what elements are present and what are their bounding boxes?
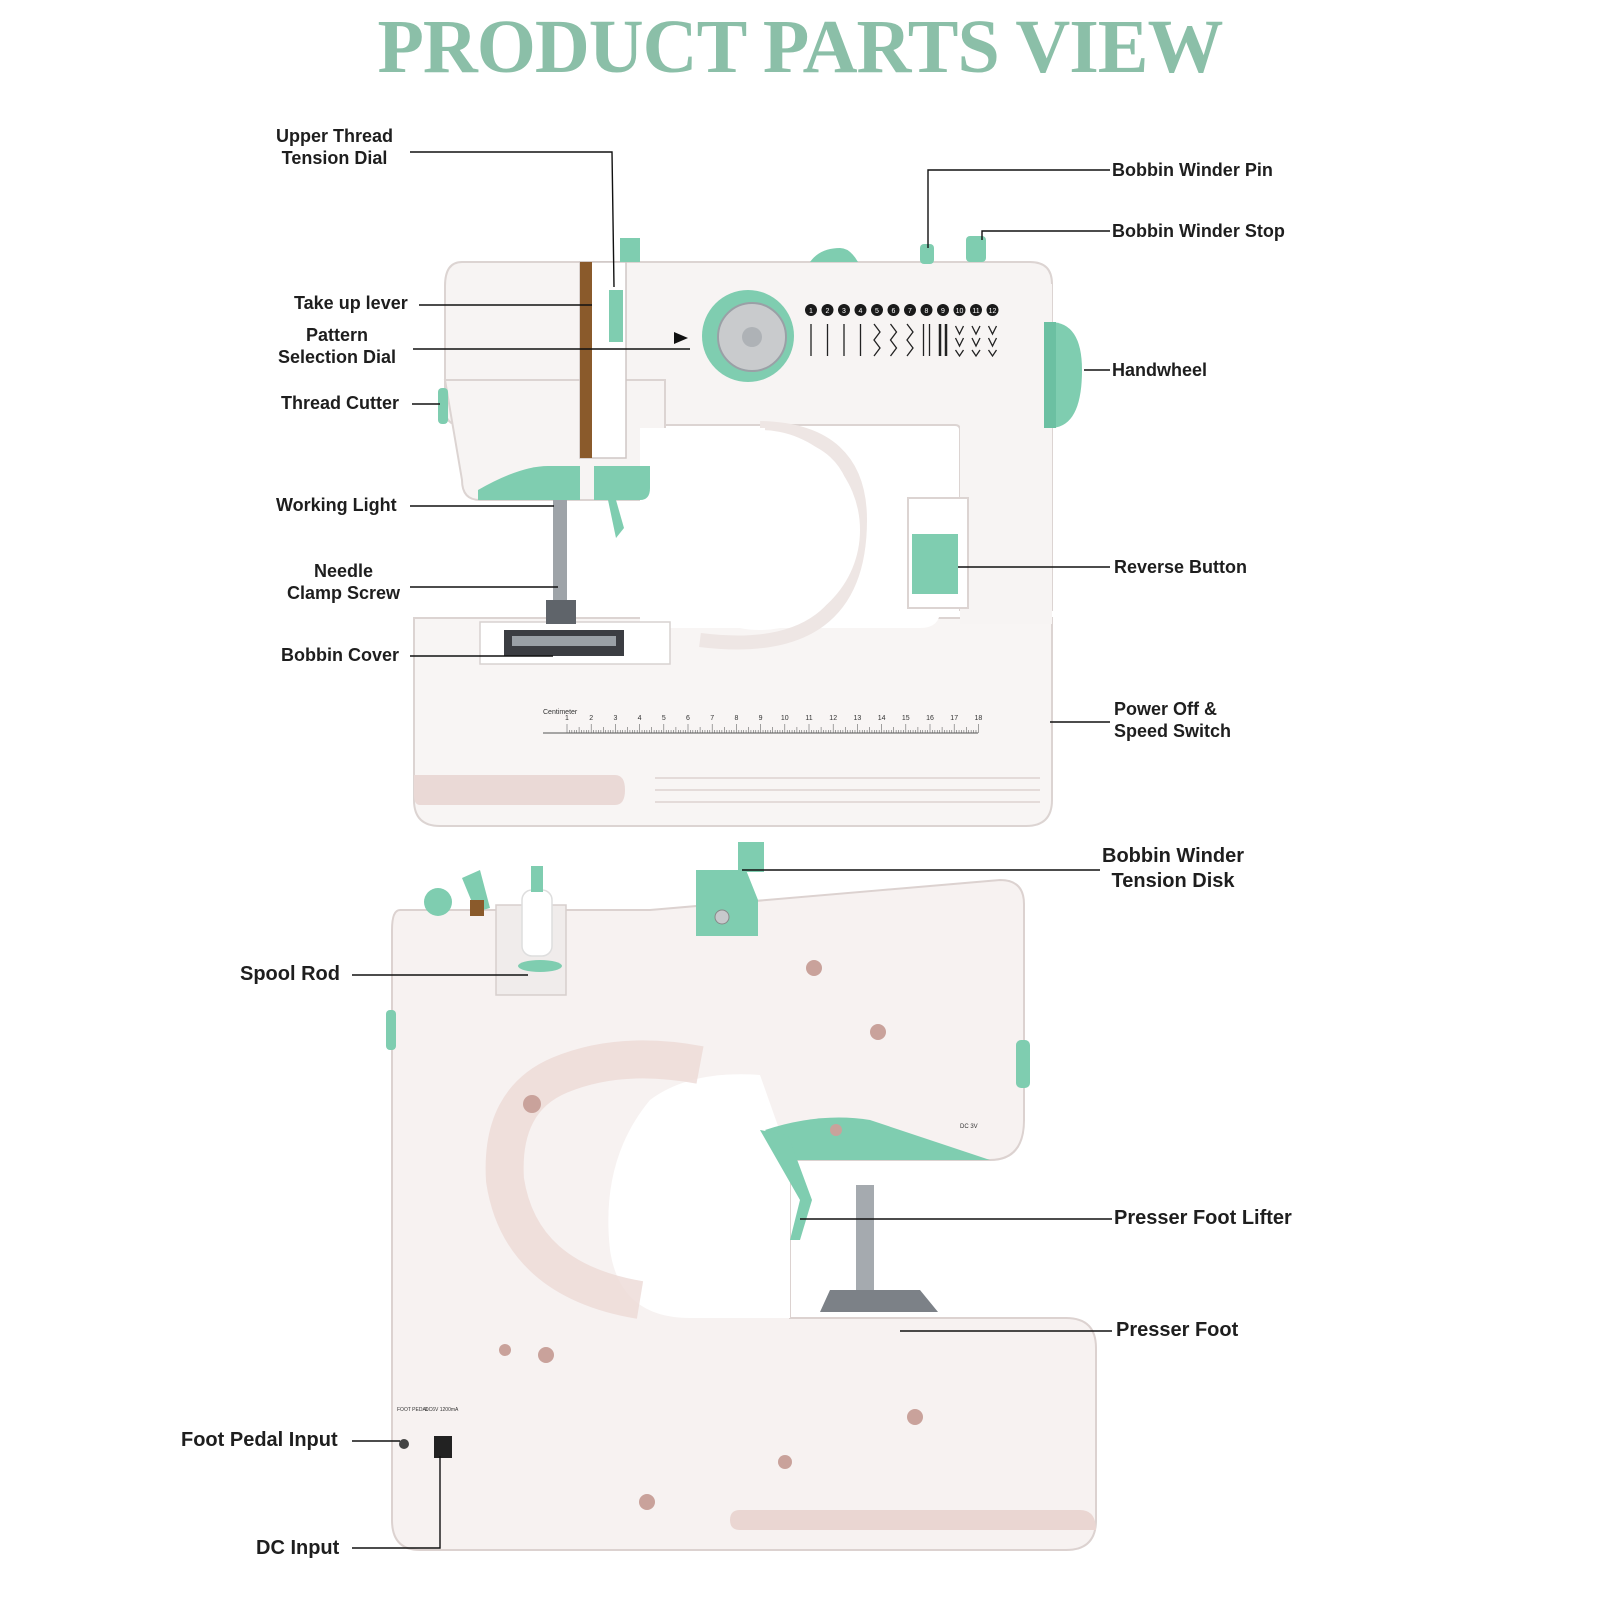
ruler-number: 7 <box>710 715 714 722</box>
stitch-number-badge <box>838 304 850 316</box>
label-presser-foot: Presser Foot <box>1116 1319 1239 1341</box>
label-spool-rod: Spool Rod <box>240 963 340 985</box>
stitch-number: 11 <box>972 308 979 315</box>
stitch-number: 6 <box>892 308 896 315</box>
stitch-number: 12 <box>989 308 997 315</box>
stitch-pattern-glyph <box>938 324 948 356</box>
stitch-pattern-glyph <box>873 323 881 357</box>
stitch-number: 8 <box>925 308 929 315</box>
stitch-number: 3 <box>842 308 846 315</box>
stitch-number: 10 <box>956 308 964 315</box>
ruler-number: 1 <box>565 715 569 722</box>
stitch-pattern-glyph <box>971 325 981 358</box>
label-presser-foot-lifter: Presser Foot Lifter <box>1114 1207 1292 1229</box>
ruler-label: Centimeter <box>543 709 578 716</box>
stitch-number: 9 <box>941 308 945 315</box>
stitch-number-badge <box>937 304 949 316</box>
stitch-number-badge <box>887 304 900 316</box>
stitch-number-badge <box>953 304 966 316</box>
leader-dc-input <box>352 1456 441 1549</box>
stitch-pattern-glyph <box>906 323 914 357</box>
stitch-pattern-glyph <box>889 323 898 357</box>
stitch-number: 5 <box>875 308 879 315</box>
foot-pedal-port-text: FOOT PEDAL <box>397 1407 429 1413</box>
ruler-number: 14 <box>878 715 886 722</box>
label-upper-thread-tension-dial: Upper Thread Tension Dial <box>276 126 394 168</box>
label-foot-pedal-input: Foot Pedal Input <box>181 1429 338 1451</box>
page-title: PRODUCT PARTS VIEW <box>377 5 1223 89</box>
ruler-number: 17 <box>950 715 958 722</box>
stitch-number-badge <box>986 304 999 316</box>
leader-bobbin-winder-stop <box>981 230 1110 240</box>
label-power-off-speed-switch: Power Off & Speed Switch <box>1114 699 1232 741</box>
ruler-number: 18 <box>975 715 983 722</box>
stitch-number-badge <box>805 304 817 316</box>
label-pattern-selection-dial: Pattern Selection Dial <box>278 325 397 367</box>
ruler-number: 5 <box>662 715 666 722</box>
leader-upper-thread-tension-dial <box>410 151 615 288</box>
stitch-number-badge <box>871 304 883 316</box>
label-bobbin-winder-pin: Bobbin Winder Pin <box>1112 160 1273 180</box>
ruler-number: 6 <box>686 715 690 722</box>
stitch-pattern-glyph <box>922 324 931 356</box>
stitch-number: 4 <box>859 308 863 315</box>
label-reverse-button: Reverse Button <box>1114 557 1248 577</box>
stitch-number: 2 <box>826 308 830 315</box>
label-bobbin-cover: Bobbin Cover <box>281 645 400 665</box>
back-machine: FOOT PEDAL DC6V 1200mA DC 3V <box>386 842 1097 1551</box>
ruler-number: 11 <box>805 715 812 722</box>
ruler-number: 13 <box>854 715 862 722</box>
label-bobbin-winder-stop: Bobbin Winder Stop <box>1112 221 1285 241</box>
ruler-number: 15 <box>902 715 910 722</box>
stitch-pattern-glyph <box>987 325 998 358</box>
dc-port-text: DC6V 1200mA <box>425 1407 459 1413</box>
ruler-number: 8 <box>734 715 738 722</box>
label-needle-clamp-screw: Needle Clamp Screw <box>287 561 401 603</box>
stitch-pattern-glyph <box>954 325 965 358</box>
ruler-number: 4 <box>638 715 642 722</box>
stitch-number: 7 <box>908 308 912 315</box>
ruler-number: 16 <box>926 715 934 722</box>
leader-bobbin-winder-pin <box>927 169 1110 248</box>
stitch-number-badge <box>920 304 933 316</box>
label-handwheel: Handwheel <box>1112 360 1208 380</box>
leader-lines <box>352 151 1112 1549</box>
label-take-up-lever: Take up lever <box>294 293 408 313</box>
ruler-number: 10 <box>781 715 789 722</box>
label-working-light: Working Light <box>276 495 397 515</box>
stitch-number: 1 <box>809 308 813 315</box>
label-thread-cutter: Thread Cutter <box>281 393 400 413</box>
label-bobbin-winder-tension-disk: Bobbin Winder Tension Disk <box>1102 845 1245 892</box>
light-spec-text: DC 3V <box>960 1124 978 1130</box>
stitch-number-badge <box>821 304 834 316</box>
ruler-number: 2 <box>589 715 593 722</box>
ruler-number: 3 <box>613 715 617 722</box>
stitch-number-badge <box>854 304 867 316</box>
label-dc-input: DC Input <box>256 1537 340 1559</box>
ruler-number: 9 <box>759 715 763 722</box>
stitch-number-badge <box>970 304 982 316</box>
stitch-number-badge <box>904 304 916 316</box>
ruler-number: 12 <box>829 715 837 722</box>
